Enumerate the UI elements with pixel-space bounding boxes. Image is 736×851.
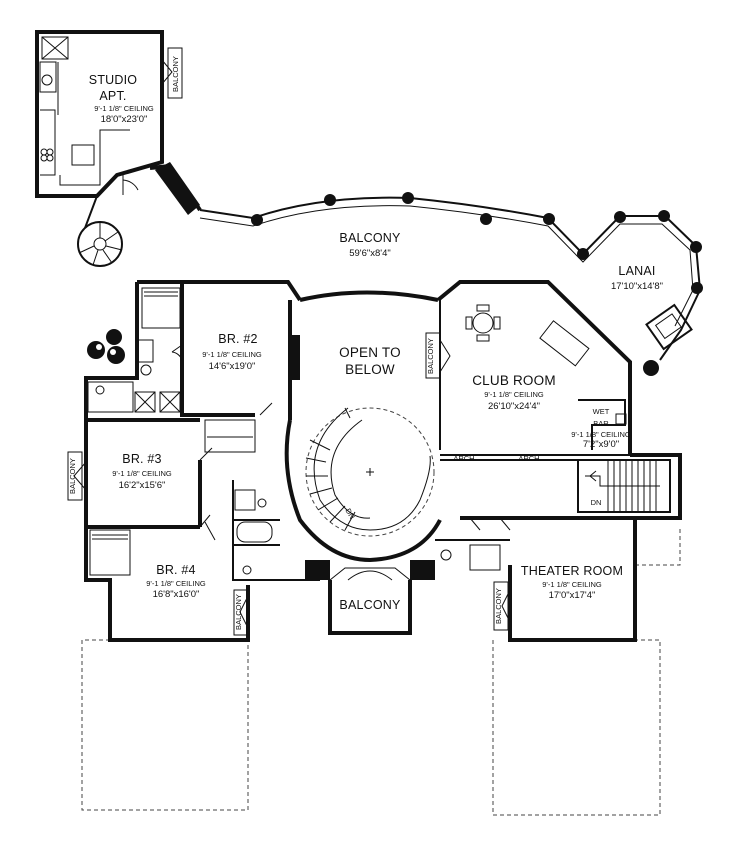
studio-name-line1: STUDIO: [89, 73, 137, 87]
br4-size: 16'8"x16'0": [153, 589, 200, 600]
theater-balcony-tag: BALCONY: [494, 588, 503, 624]
arch-label-2: ARCH.: [518, 454, 541, 463]
balcony-top-size: 59'6"x8'4": [349, 248, 391, 259]
studio-size: 18'0"x23'0": [101, 114, 148, 125]
br3-balcony-tag: BALCONY: [68, 458, 77, 494]
wet-bar-line1: WET: [593, 407, 610, 416]
club-room-furniture: [465, 304, 590, 367]
club-room-ceiling: 9'-1 1/8" CEILING: [484, 390, 544, 399]
theater-ceiling: 9'-1 1/8" CEILING: [542, 580, 602, 589]
lanai: [643, 303, 693, 376]
wet-bar-line2: BAR: [593, 419, 609, 428]
studio-apartment: [35, 30, 183, 198]
balcony-front-name: BALCONY: [339, 598, 401, 612]
wet-bar: [578, 399, 627, 450]
wet-bar-size: 7'2"x9'0": [583, 439, 619, 450]
theater-name: THEATER ROOM: [521, 564, 623, 578]
grand-stair: [284, 407, 442, 563]
theater-size: 17'0"x17'4": [549, 590, 596, 601]
down-label: DN: [591, 498, 602, 507]
wet-bar-ceiling: 9'-1 1/8" CEILING: [571, 430, 631, 439]
br4-balcony-tag: BALCONY: [234, 594, 243, 630]
br3-name: BR. #3: [122, 452, 161, 466]
door-swings: [171, 344, 511, 541]
studio-balcony-tag: BALCONY: [171, 56, 180, 92]
studio-name-line2: APT.: [99, 89, 126, 103]
br4-name: BR. #4: [156, 563, 195, 577]
br4-ceiling: 9'-1 1/8" CEILING: [146, 579, 206, 588]
club-room-size: 26'10"x24'4": [488, 401, 540, 412]
main-walls: [84, 280, 682, 642]
shrubs: [87, 329, 125, 364]
balcony-top-name: BALCONY: [339, 231, 401, 245]
lanai-size: 17'10"x14'8": [611, 281, 663, 292]
top-balcony: [149, 162, 703, 361]
br3-ceiling: 9'-1 1/8" CEILING: [112, 469, 172, 478]
br2-name: BR. #2: [218, 332, 257, 346]
down-stair: [577, 459, 671, 513]
garage-outline-right: [492, 528, 681, 816]
closets: [87, 287, 501, 576]
open-to-below-line2: BELOW: [345, 362, 395, 377]
arch-label-1: ARCH.: [453, 454, 476, 463]
open-to-below-line1: OPEN TO: [339, 345, 401, 360]
club-room-name: CLUB ROOM: [472, 373, 556, 388]
studio-ceiling: 9'-1 1/8" CEILING: [94, 104, 154, 113]
br2-ceiling: 9'-1 1/8" CEILING: [202, 350, 262, 359]
spiral-stair: [77, 195, 123, 267]
lanai-name: LANAI: [618, 264, 655, 278]
garage-outline-left: [81, 639, 249, 811]
br2-size: 14'6"x19'0": [209, 361, 256, 372]
open-balcony-tag: BALCONY: [426, 338, 435, 374]
br3-size: 16'2"x15'6": [119, 480, 166, 491]
